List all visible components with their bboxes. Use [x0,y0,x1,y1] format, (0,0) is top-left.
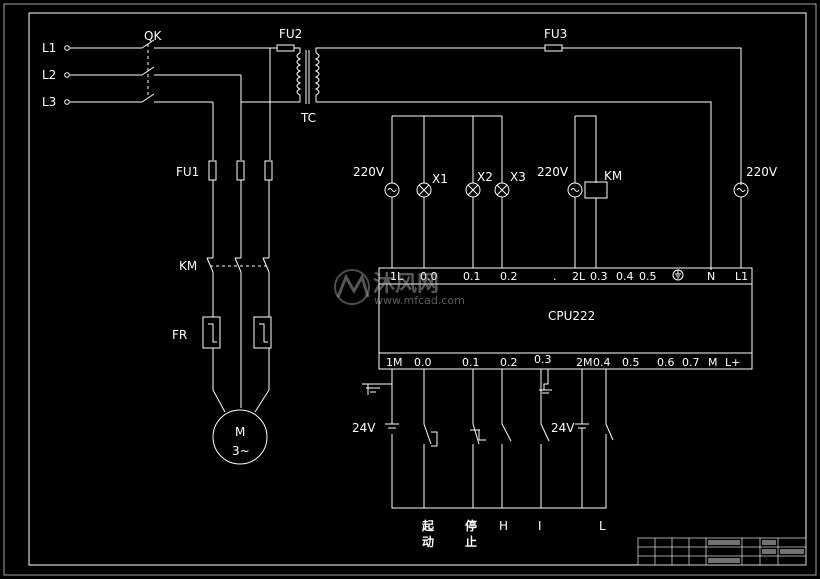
plc-bottom-terminal: 2M [576,356,593,369]
plc-bottom-terminals: 1M 0.0 0.1 0.2 0.3 2M 0.4 0.5 0.6 0.7 M … [386,353,740,369]
motor-label: M [235,425,245,439]
plc-bottom-terminal: 0.7 [682,356,700,369]
fr-element-2 [253,316,272,349]
plc-top-terminal: 0.0 [420,270,438,283]
input-circuit: 24V 24V 起 动 停 止 H I L [352,369,614,549]
plc-top-terminal: 0.5 [639,270,657,283]
label-x2: X2 [477,170,493,184]
plc-top-terminal: 0.1 [463,270,481,283]
terminal-l1 [64,45,70,51]
switch-i-label: I [538,519,542,533]
label-220v-c: 220V [746,165,778,179]
plc-top-terminal: 1L [390,270,404,283]
terminal-l2 [64,72,70,78]
label-fu1: FU1 [176,165,199,179]
plc-bottom-terminal: L+ [725,356,740,369]
plc-top-terminal: 0.4 [616,270,634,283]
switch-stop-char-2: 止 [465,534,477,549]
label-tc: TC [300,111,316,125]
label-x3: X3 [510,170,526,184]
label-km-coil: KM [604,169,622,183]
control-transformer: FU2 TC FU3 [241,27,742,270]
label-24v-b: 24V [551,421,575,435]
plc-top-terminal: 2L [572,270,586,283]
km-coil [584,181,608,199]
watermark: 沐风网 www.mfcad.com [334,269,465,307]
plc-top-terminal: N [707,270,715,283]
label-x1: X1 [432,172,448,186]
label-fu2: FU2 [279,27,302,41]
fr-element-1 [202,316,221,349]
plc-bottom-terminal: 0.2 [500,356,518,369]
motor-circuit: FU1 KM FR M 3~ [172,48,273,465]
motor-phase-label: 3~ [232,444,250,458]
label-l2: L2 [42,68,56,82]
fu3-fuse [544,44,563,52]
fu1-fuse-1 [208,160,217,181]
inner-border [28,12,807,566]
switch-start-char-1: 起 [421,518,435,533]
label-24v-a: 24V [352,421,376,435]
plc-bottom-terminal: M [708,356,718,369]
fu1-fuse-2 [236,160,245,181]
switch-start-char-2: 动 [422,535,434,549]
plc-top-terminals: 1L 0.0 0.1 0.2 . 2L 0.3 0.4 0.5 N L1 [390,269,748,283]
plc-top-terminal: . [553,270,557,283]
label-220v-b: 220V [537,165,569,179]
switch-l-label: L [599,519,606,533]
plc-bottom-terminal: 0.4 [593,356,611,369]
ground-symbol-icon [672,269,684,281]
motor [212,409,268,465]
qk-breaker: QK [141,29,270,103]
fu2-fuse [276,44,295,52]
plc-top-terminal: L1 [735,270,748,283]
plc-bottom-terminal: 0.5 [622,356,640,369]
outer-border [3,3,817,576]
plc-bottom-terminal: 0.6 [657,356,675,369]
terminal-l3 [64,99,70,105]
power-input: L1 L2 L3 [42,41,142,109]
label-fr: FR [172,328,187,342]
plc-bottom-terminal: 0.1 [462,356,480,369]
plc-top-terminal: 0.3 [590,270,608,283]
label-l1: L1 [42,41,56,55]
plc-bottom-terminal: 1M [386,356,403,369]
mfcad-logo-icon [334,269,370,305]
plc-top-terminal: 0.2 [500,270,518,283]
plc-body [378,267,753,370]
plc-name: CPU222 [548,309,595,323]
watermark-url: www.mfcad.com [374,294,465,307]
label-220v-a: 220V [353,165,385,179]
fu1-fuse-3 [264,160,273,181]
plc-cpu222: CPU222 1L 0.0 0.1 0.2 . 2L 0.3 0.4 0.5 N… [378,267,753,370]
watermark-brand: 沐风网 [373,272,439,297]
switch-stop-char-1: 停 [465,518,477,533]
output-loads: 220V X1 X2 X3 220V KM 220V [353,115,778,268]
plc-bottom-terminal: 0.0 [414,356,432,369]
switch-h-label: H [499,519,508,533]
title-block [637,537,807,566]
label-km-contacts: KM [179,259,197,273]
label-fu3: FU3 [544,27,567,41]
label-qk: QK [144,29,162,43]
label-l3: L3 [42,95,56,109]
plc-bottom-terminal: 0.3 [534,353,552,366]
